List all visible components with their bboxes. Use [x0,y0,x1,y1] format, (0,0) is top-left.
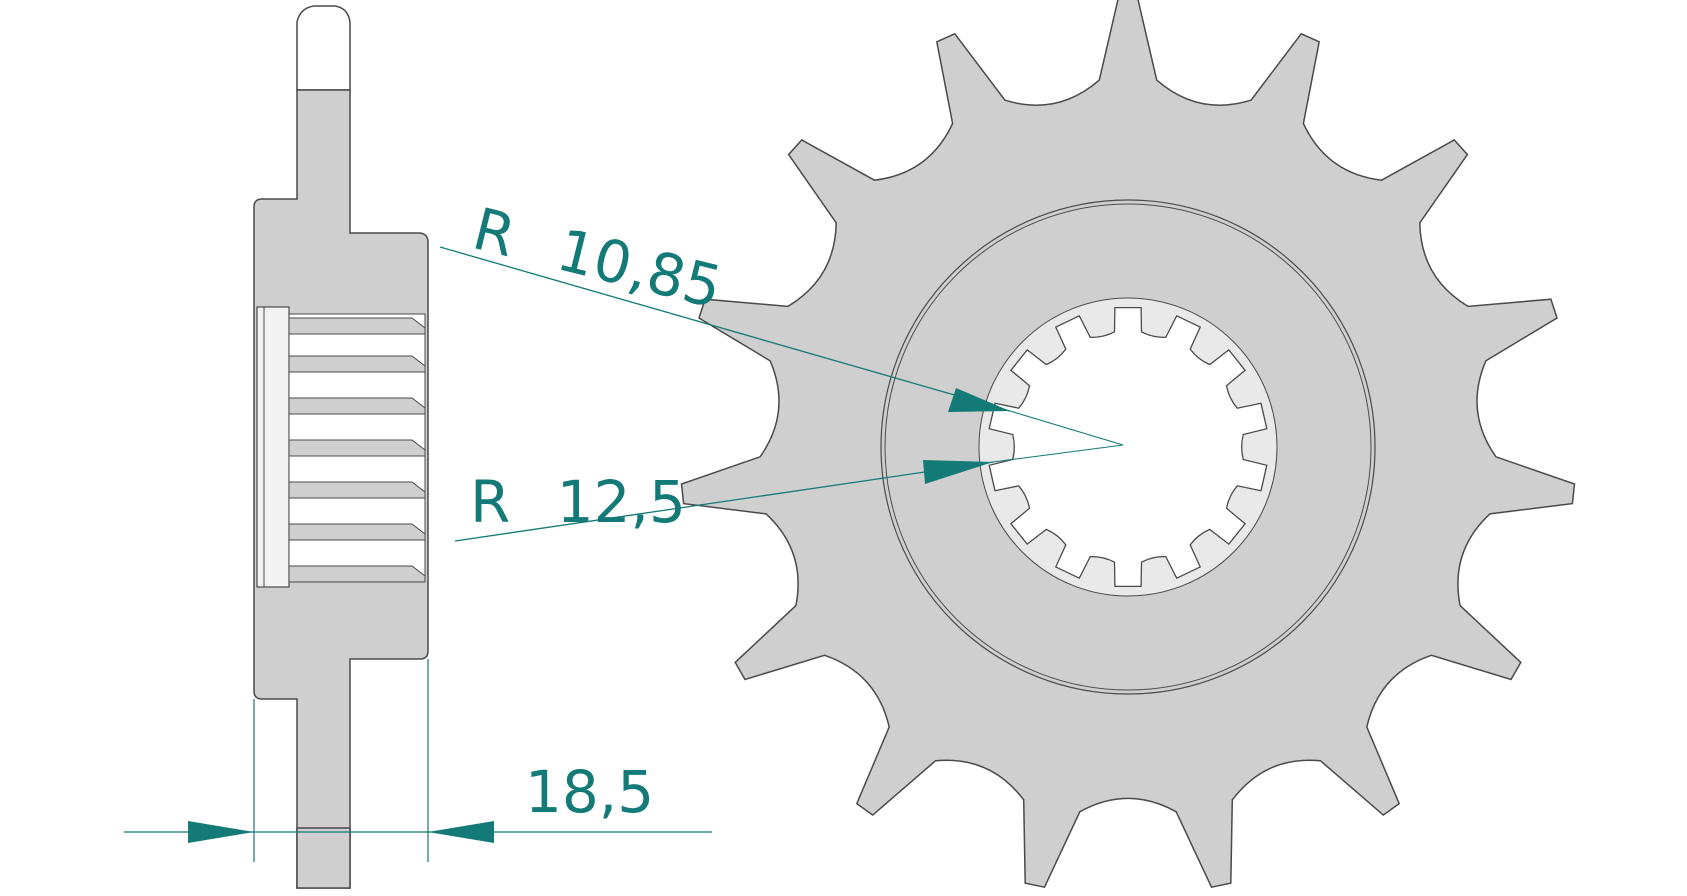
side-view-spline-slot [288,355,426,373]
side-view-spline-slot [288,397,426,415]
side-view-spline-slot [288,523,426,541]
thickness-arrow-right [428,821,494,843]
front-view [680,0,1576,889]
spline-bore [988,306,1268,588]
radius-b-label: R 12,5 [470,468,686,536]
radius-a-arrowhead [948,388,1010,412]
side-view-spline-slot [288,565,426,583]
side-view-bore [256,306,290,588]
thickness-label: 18,5 [525,758,654,826]
side-view-spline-slots [288,317,426,583]
side-view-spline-slot [288,317,426,335]
hub-outer-circle [880,199,1376,695]
side-view-spline-slot [288,439,426,457]
side-view-tooth-top [296,5,351,91]
dimension-annotations: R 10,85 R 12,5 18,5 [124,195,1124,862]
side-view-tooth-bottom [296,827,351,889]
side-view-spline-slot [288,481,426,499]
radius-b-arrowhead [923,460,993,484]
hub-inner-circle [884,203,1372,691]
thickness-arrow-left [188,821,254,843]
radius-b-leader [454,461,994,542]
side-view [253,5,429,889]
radius-a-label: R 10,85 [467,195,729,322]
radius-a-leader [439,246,1011,412]
